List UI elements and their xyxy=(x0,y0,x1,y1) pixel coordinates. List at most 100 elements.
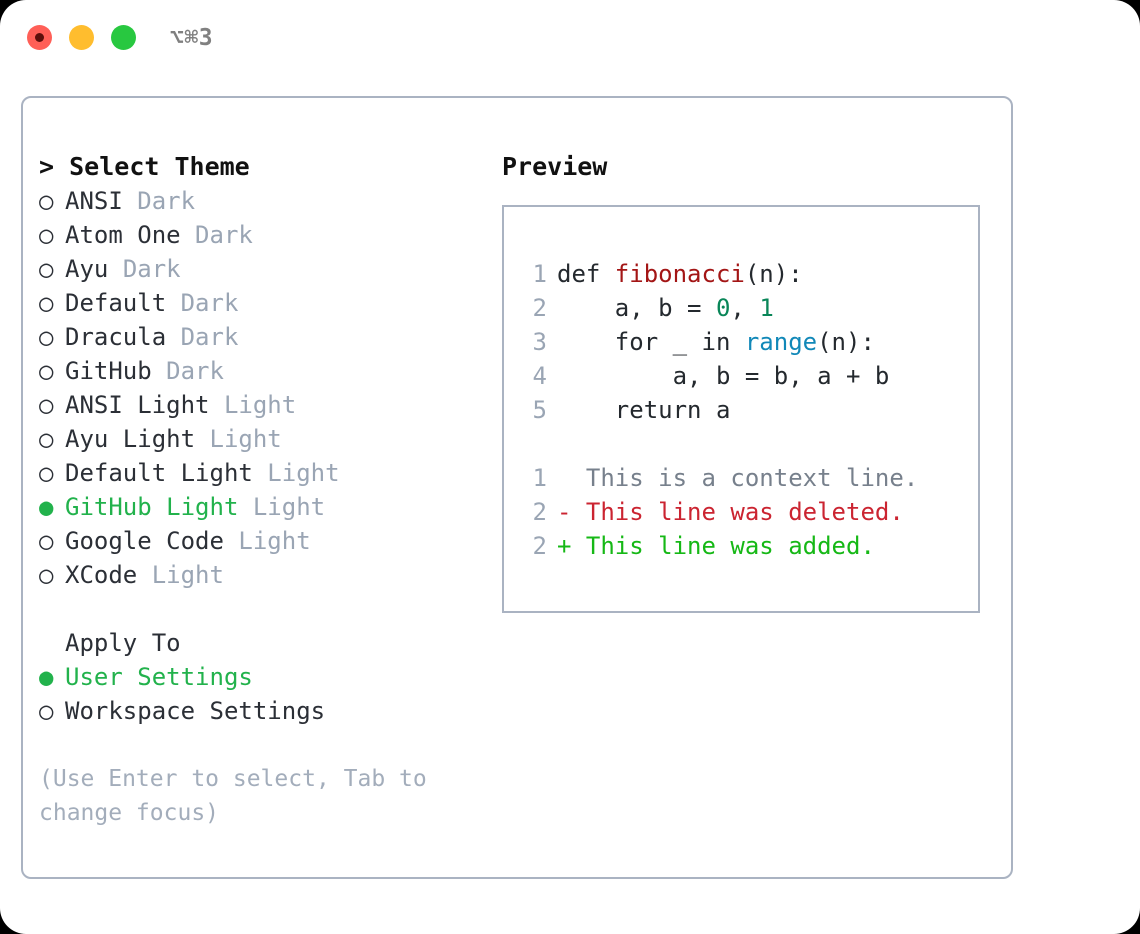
title-bar: ⌥⌘3 xyxy=(0,0,1140,78)
radio-unselected-icon: ○ xyxy=(39,255,54,283)
theme-variant-label: Dark xyxy=(122,255,181,283)
code-line: 4 a, b = b, a + b xyxy=(523,359,972,393)
radio-unselected-icon: ○ xyxy=(39,357,54,385)
diff-text: This line was deleted. xyxy=(585,498,904,526)
code-token: def xyxy=(557,260,615,288)
radio-unselected-icon: ○ xyxy=(39,425,54,453)
line-number: 1 xyxy=(532,464,547,492)
apply-to-label: Workspace Settings xyxy=(65,697,326,725)
theme-list-item[interactable]: ○ Dracula Dark xyxy=(39,320,479,354)
theme-variant-label: Light xyxy=(209,425,282,453)
code-line: 3 for _ in range(n): xyxy=(523,325,972,359)
radio-unselected-icon: ○ xyxy=(39,697,54,725)
theme-list-item[interactable]: ○Default Dark xyxy=(39,286,479,320)
apply-to-label: User Settings xyxy=(65,663,253,691)
zoom-button[interactable] xyxy=(111,25,136,50)
main-panel: > Select Theme ○ANSI Dark○Atom One Dark○… xyxy=(21,96,1013,879)
radio-unselected-icon: ○ xyxy=(39,459,54,487)
preview-title: Preview xyxy=(502,152,608,181)
theme-name: Atom One xyxy=(65,221,181,249)
line-number: 5 xyxy=(532,396,547,424)
line-number: 2 xyxy=(532,532,547,560)
theme-list-item[interactable]: ○ANSI Light Light xyxy=(39,388,479,422)
line-number: 3 xyxy=(532,328,547,356)
radio-unselected-icon: ○ xyxy=(39,323,54,351)
line-number: 4 xyxy=(532,362,547,390)
line-number: 2 xyxy=(532,294,547,322)
theme-variant-label: Dark xyxy=(195,221,253,249)
code-token: (n): xyxy=(817,328,875,356)
radio-selected-icon: ● xyxy=(39,493,54,521)
theme-name: GitHub Light xyxy=(65,493,239,521)
keyboard-hint-text: (Use Enter to select, Tab to change focu… xyxy=(39,766,427,826)
theme-variant-label: Light xyxy=(267,459,340,487)
page-title-label: Select Theme xyxy=(69,152,250,181)
theme-list-item[interactable]: ○ Atom One Dark xyxy=(39,218,479,252)
diff-sign xyxy=(557,464,586,492)
theme-variant-label: Light xyxy=(223,391,297,419)
code-line: 5 return a xyxy=(523,393,972,427)
theme-list-item[interactable]: ○ Default Light Light xyxy=(39,456,479,490)
code-token: for _ in xyxy=(557,328,745,356)
radio-unselected-icon: ○ xyxy=(39,289,54,317)
theme-list: ○ANSI Dark○Atom One Dark○Ayu Dark○Defaul… xyxy=(39,184,479,592)
traffic-light-buttons xyxy=(27,25,136,50)
theme-list-item[interactable]: ○Google Code Light xyxy=(39,524,479,558)
radio-unselected-icon: ○ xyxy=(39,221,54,249)
keyboard-shortcut-label: ⌥⌘3 xyxy=(170,25,214,51)
theme-list-item[interactable]: ○XCode Light xyxy=(39,558,479,592)
line-number: 1 xyxy=(532,260,547,288)
code-token: a, b = b, a + b xyxy=(557,362,890,390)
code-token: (n): xyxy=(744,260,803,288)
spacer xyxy=(523,427,972,461)
theme-selector-column: > Select Theme ○ANSI Dark○Atom One Dark○… xyxy=(39,150,479,830)
diff-line: 1 This is a context line. xyxy=(523,461,972,495)
theme-name: Dracula xyxy=(65,323,167,351)
diff-sign: - xyxy=(557,498,586,526)
theme-variant-label: Dark xyxy=(137,187,196,215)
diff-text: This is a context line. xyxy=(585,464,919,492)
theme-name: ANSI xyxy=(65,187,123,215)
code-token: 1 xyxy=(759,294,774,322)
theme-list-item[interactable]: ●GitHub Light Light xyxy=(39,490,479,524)
code-token: 0 xyxy=(715,294,731,322)
minimize-button[interactable] xyxy=(69,25,94,50)
diff-line: 2- This line was deleted. xyxy=(523,495,972,529)
theme-variant-label: Light xyxy=(151,561,224,589)
code-line: 2 a, b = 0, 1 xyxy=(523,291,972,325)
theme-list-item[interactable]: ○ Ayu Dark xyxy=(39,252,479,286)
theme-list-item[interactable]: ○ Ayu Light Light xyxy=(39,422,479,456)
line-number: 2 xyxy=(532,498,547,526)
prompt-caret: > xyxy=(39,152,70,181)
theme-name: GitHub xyxy=(65,357,152,385)
diff-line: 2 + This line was added. xyxy=(523,529,972,563)
theme-list-item[interactable]: ○ GitHub Dark xyxy=(39,354,479,388)
theme-variant-label: Dark xyxy=(180,323,239,351)
radio-unselected-icon: ○ xyxy=(39,187,54,215)
radio-unselected-icon: ○ xyxy=(39,561,54,589)
apply-to-option[interactable]: ●User Settings xyxy=(39,660,479,694)
close-button[interactable] xyxy=(27,25,52,50)
diff-text: This line was added. xyxy=(585,532,875,560)
theme-name: Google Code xyxy=(65,527,224,555)
apply-to-option[interactable]: ○ Workspace Settings xyxy=(39,694,479,728)
theme-variant-label: Dark xyxy=(166,357,224,385)
theme-name: Ayu xyxy=(65,255,109,283)
theme-list-item[interactable]: ○ ANSI Dark xyxy=(39,184,479,218)
diff-sign: + xyxy=(557,532,586,560)
code-token: a, b = xyxy=(557,294,716,322)
apply-to-list: ●User Settings ○ Workspace Settings xyxy=(39,660,479,728)
theme-variant-label: Dark xyxy=(180,289,239,317)
code-token: range xyxy=(744,328,818,356)
theme-variant-label: Light xyxy=(238,527,311,555)
theme-name: Default Light xyxy=(65,459,253,487)
code-token: return a xyxy=(557,396,731,424)
theme-name: ANSI Light xyxy=(65,391,210,419)
theme-name: Ayu Light xyxy=(65,425,196,453)
